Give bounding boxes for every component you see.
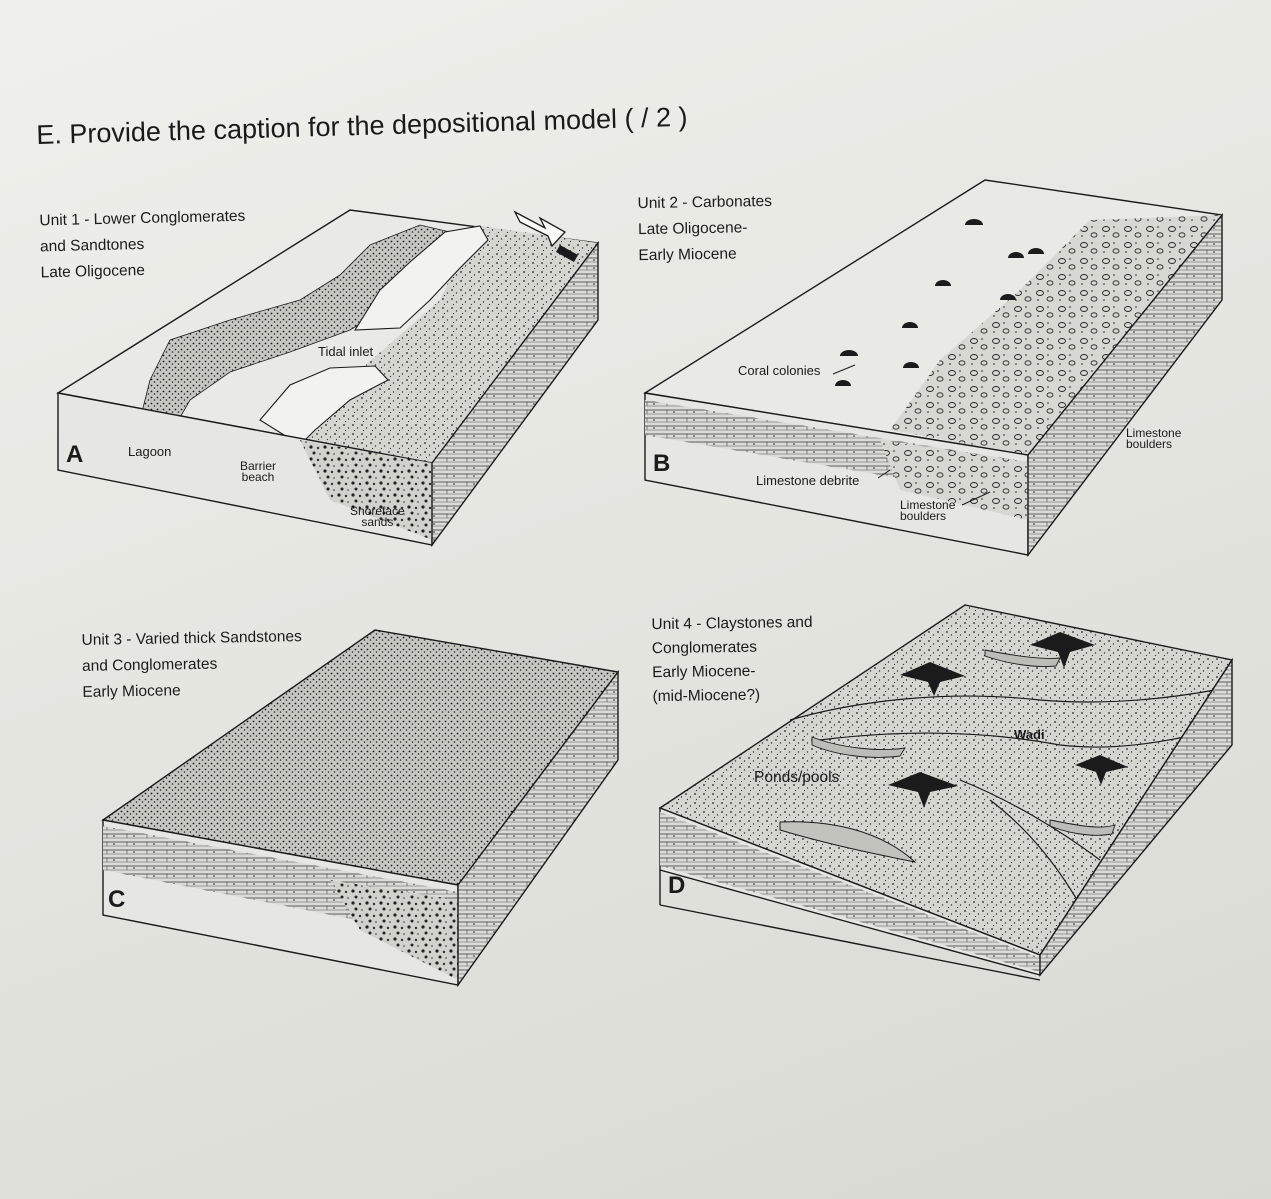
label-limestone-boulders-line: Limestone bbox=[900, 498, 956, 512]
block-d-wadi-channel-3 bbox=[959, 779, 1101, 861]
coral-colony-icon bbox=[835, 380, 851, 386]
acacia-tree-icon bbox=[900, 662, 965, 696]
panel-c-title-line: Unit 3 - Varied thick Sandstones bbox=[81, 628, 302, 649]
panel-d-title-line: (mid-Miocene?) bbox=[652, 686, 761, 706]
panel-b-letter: B bbox=[653, 450, 671, 477]
block-a-longshore-arrow-icon bbox=[513, 210, 567, 248]
panel-b-title-line: Early Miocene bbox=[638, 245, 737, 265]
block-a-barrier-island-2 bbox=[353, 225, 489, 331]
coral-colony-icon bbox=[840, 350, 858, 356]
panel-b-title-line: Late Oligocene- bbox=[637, 219, 748, 239]
block-b-boulder-slope bbox=[890, 215, 1222, 455]
panel-d-title: Unit 4 - Claystones and Conglomerates Ea… bbox=[651, 611, 813, 709]
panel-c-title-line: Early Miocene bbox=[82, 682, 181, 701]
panel-d-title-line: Early Miocene- bbox=[652, 662, 756, 682]
block-a-front-sand bbox=[300, 440, 432, 540]
label-limestone-boulders-line: Limestone bbox=[1126, 426, 1182, 440]
block-c-unit3 bbox=[101, 629, 620, 988]
coral-colony-icon bbox=[1008, 252, 1024, 258]
block-a-unit1 bbox=[56, 209, 600, 548]
panel-a-title-line: Late Oligocene bbox=[40, 261, 146, 282]
block-d-pond-2 bbox=[1049, 819, 1116, 836]
label-shoreface-sands-line: Shoreface bbox=[350, 504, 405, 518]
label-wadi: Wadi bbox=[1014, 727, 1045, 742]
panel-a-title-line: Unit 1 - Lower Conglomerates bbox=[39, 207, 246, 230]
panel-c-title: Unit 3 - Varied thick Sandstones and Con… bbox=[81, 624, 303, 706]
coral-colony-icon bbox=[902, 322, 918, 328]
block-d-acacia-trees bbox=[888, 632, 1128, 808]
block-b-coral-colonies bbox=[835, 219, 1044, 386]
block-d-unit4 bbox=[658, 604, 1234, 981]
block-d-pond-3 bbox=[984, 649, 1061, 667]
coral-colony-icon bbox=[1000, 294, 1016, 300]
label-barrier-beach-line: beach bbox=[241, 470, 275, 484]
acacia-tree-icon bbox=[888, 772, 958, 808]
block-d-side-face bbox=[1039, 657, 1233, 977]
label-ponds-pools: Ponds/pools bbox=[754, 769, 840, 786]
label-coral-colonies: Coral colonies bbox=[738, 363, 821, 378]
block-b-unit2 bbox=[643, 179, 1224, 558]
panel-d-title-line: Unit 4 - Claystones and bbox=[651, 613, 813, 634]
block-d-pond-1 bbox=[811, 736, 906, 758]
block-c-side-face bbox=[457, 669, 619, 988]
panel-a-letter: A bbox=[66, 441, 84, 468]
acacia-tree-icon bbox=[1075, 755, 1128, 785]
label-shoreface-sands: Shoreface sands bbox=[350, 504, 405, 529]
label-lagoon: Lagoon bbox=[128, 444, 172, 459]
label-limestone-boulders-line: boulders bbox=[900, 509, 947, 523]
label-barrier-beach: Barrier beach bbox=[240, 459, 277, 484]
block-a-north-marker-icon bbox=[556, 245, 578, 262]
label-barrier-beach-line: Barrier bbox=[240, 459, 277, 473]
coral-colony-icon bbox=[935, 280, 951, 286]
block-c-front-sand bbox=[330, 880, 458, 980]
label-limestone-boulders-line: boulders bbox=[1126, 437, 1173, 451]
panel-b-title: Unit 2 - Carbonates Late Oligocene- Earl… bbox=[637, 189, 773, 269]
coral-colony-icon bbox=[1028, 248, 1044, 254]
block-d-front-lens bbox=[779, 821, 917, 863]
label-limestone-boulders-side: Limestone boulders bbox=[1126, 426, 1182, 451]
block-d-wadi-channel-4 bbox=[989, 799, 1081, 906]
block-d-front-layers bbox=[660, 812, 1040, 972]
label-limestone-boulders-front: Limestone boulders bbox=[900, 498, 956, 523]
block-d-wadi-channel-2 bbox=[819, 729, 1219, 748]
block-b-front-debrite bbox=[880, 440, 1028, 520]
panel-a-title: Unit 1 - Lower Conglomerates and Sandton… bbox=[39, 204, 247, 287]
label-tidal-inlet: Tidal inlet bbox=[318, 344, 374, 359]
block-a-side-face bbox=[431, 240, 599, 548]
coral-colony-icon bbox=[903, 362, 919, 368]
panel-d-letter: D bbox=[668, 872, 686, 899]
block-b-side-face bbox=[1027, 213, 1223, 558]
acacia-tree-icon bbox=[1030, 632, 1095, 668]
block-d-wadi-channel-1 bbox=[789, 689, 1216, 721]
block-a-shoreface-sand bbox=[300, 225, 598, 463]
panel-c-letter: C bbox=[108, 886, 126, 913]
label-limestone-debrite: Limestone debrite bbox=[756, 473, 860, 488]
panel-d-title-line: Conglomerates bbox=[651, 638, 758, 658]
coral-colony-icon bbox=[965, 219, 983, 225]
panel-c-title-line: and Conglomerates bbox=[81, 655, 218, 675]
label-shoreface-sands-line: sands bbox=[361, 515, 394, 529]
panel-b-title-line: Unit 2 - Carbonates bbox=[637, 192, 773, 213]
